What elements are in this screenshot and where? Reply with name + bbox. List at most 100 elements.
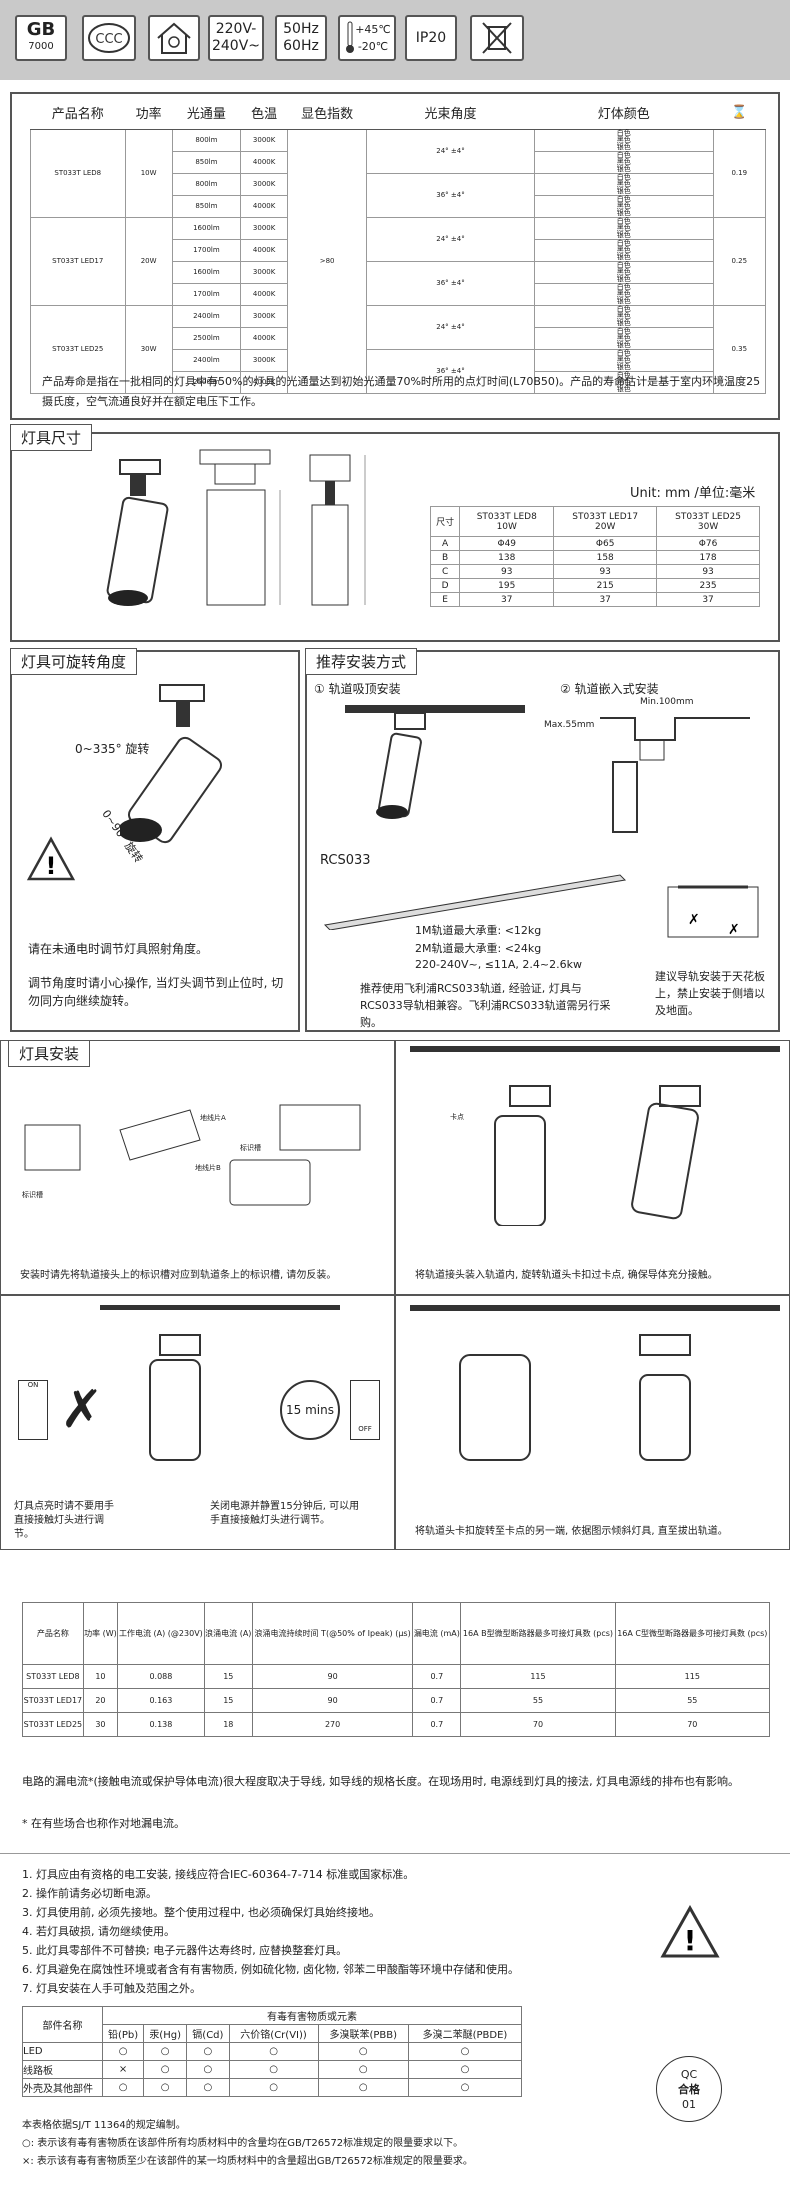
leak-cell: 115	[460, 1664, 616, 1689]
col-beam: 光束角度	[366, 97, 535, 130]
rohs-cell: ○	[101, 2042, 145, 2061]
beam-angle: 24° ±4°	[366, 304, 535, 350]
col-cct: 色温	[240, 97, 288, 130]
cct: 3000K	[239, 128, 289, 152]
label-mark-1: 标识槽	[240, 1144, 261, 1152]
dim-cell: 138	[459, 550, 555, 565]
rohs-col: 六价铬(Cr(VI))	[228, 2024, 319, 2043]
lumen: 1600lm	[171, 216, 242, 240]
load-1m: 1M轨道最大承重: <12kg	[415, 924, 542, 937]
color-name: 白色	[616, 304, 631, 313]
safety-item: 2. 操作前请务必切断电源。	[22, 1887, 157, 1900]
min-depth-label: Min.100mm	[640, 697, 694, 707]
rohs-col: 汞(Hg)	[143, 2024, 188, 2043]
surface-mount-drawing	[345, 705, 525, 819]
color-name: 银色	[616, 340, 631, 349]
step-5-text: 将轨道头卡扣旋转至卡点的另一端, 依据图示倾斜灯具, 直至拔出轨道。	[415, 1526, 728, 1537]
color-name: 黑色	[616, 333, 631, 342]
color-name: 白色	[616, 194, 631, 203]
col-name: 产品名称	[30, 97, 125, 130]
dim-header: 尺寸	[429, 506, 461, 537]
rohs-row: 线路板×○○○○○	[22, 2060, 523, 2079]
lumen: 800lm	[171, 128, 242, 152]
rohs-row: LED○○○○○○	[22, 2042, 523, 2061]
rohs-cell: ○	[228, 2060, 319, 2079]
step-4-text: 关闭电源并静置15分钟后, 可以用手直接接触灯头进行调节。	[210, 1501, 360, 1526]
color-name: 白色	[616, 348, 631, 357]
color-name: 白色	[616, 326, 631, 335]
voltage-badge: 220V- 240V~	[208, 15, 264, 61]
lumen: 1700lm	[171, 238, 242, 262]
rohs-group-header: 有毒有害物质或元素	[102, 2006, 522, 2025]
remove-lamp-drawing	[410, 1305, 780, 1461]
surface-mount-label: ① 轨道吸顶安装	[314, 682, 401, 696]
timer-icon: 15 mins	[280, 1380, 340, 1440]
leak-cell: 30	[82, 1712, 119, 1737]
recessed-mount-label: ② 轨道嵌入式安装	[560, 682, 659, 696]
rail-connector-drawing	[24, 1104, 361, 1206]
leakage-footnote: * 在有些场合也称作对地漏电流。	[22, 1817, 185, 1830]
beam-angle: 24° ±4°	[366, 216, 535, 262]
step-2-text: 将轨道接头装入轨道内, 旋转轨道头卡扣过卡点, 确保导体充分接触。	[415, 1270, 718, 1281]
leak-cell: 70	[614, 1712, 771, 1737]
dim-header: ST033T LED25 30W	[656, 506, 760, 537]
leak-header: 漏电流 (mA)	[412, 1602, 462, 1665]
step-3-text: 灯具点亮时请不要用手直接接触灯头进行调节。	[14, 1501, 114, 1540]
cct: 3000K	[239, 260, 289, 284]
rohs-footnote-3: ×: 表示该有毒有害物质至少在该部件的某一均质材料中的含量超出GB/T26572…	[22, 2156, 473, 2167]
dim-cell: 215	[553, 578, 658, 593]
leak-header: 工作电流 (A) (@230V)	[117, 1602, 205, 1665]
rohs-cell: ○	[317, 2060, 409, 2079]
color-name: 白色	[616, 216, 631, 225]
lamp-front-drawing	[199, 449, 281, 606]
safety-item: 4. 若灯具破损, 请勿继续使用。	[22, 1925, 175, 1938]
dim-cell: 37	[553, 592, 658, 607]
off-label: OFF	[358, 1425, 372, 1433]
warning-triangle-icon: !	[26, 836, 76, 881]
leak-cell: 0.7	[412, 1712, 462, 1737]
cct: 4000K	[239, 282, 289, 306]
leak-cell: ST033T LED25	[22, 1712, 84, 1737]
lumen: 2400lm	[171, 348, 242, 372]
color-name: 白色	[616, 150, 631, 159]
safety-item: 6. 灯具避免在腐蚀性环境或者含有有害物质, 例如硫化物, 卤化物, 邻苯二甲酸…	[22, 1963, 519, 1976]
safety-item: 1. 灯具应由有资格的电工安装, 接线应符合IEC-60364-7-714 标准…	[22, 1868, 415, 1881]
body-colors: 白色黑色银色	[534, 194, 714, 218]
leak-cell: 0.7	[412, 1688, 462, 1713]
body-colors: 白色黑色银色	[534, 348, 714, 372]
rotation-note-2: 调节角度时请小心操作, 当灯头调节到止位时, 切勿同方向继续旋转。	[28, 976, 284, 1008]
cct: 3000K	[239, 216, 289, 240]
beam-angle: 36° ±4°	[366, 348, 535, 394]
color-name: 银色	[616, 164, 631, 173]
dim-cell: Φ49	[459, 536, 555, 551]
color-name: 银色	[616, 274, 631, 283]
color-name: 银色	[616, 230, 631, 239]
rohs-table: 部件名称有毒有害物质或元素 铅(Pb)汞(Hg)镉(Cd)六价铬(Cr(VI))…	[22, 2006, 523, 2097]
color-name: 黑色	[616, 201, 631, 210]
leak-cell: 55	[460, 1688, 616, 1713]
recessed-mount-drawing	[600, 717, 750, 833]
safety-item: 3. 灯具使用前, 必须先接地。整个使用过程中, 也必须确保灯具始终接地。	[22, 1906, 380, 1919]
weee-bin-icon	[470, 15, 524, 61]
color-name: 银色	[616, 318, 631, 327]
mount-position-drawing: ✗✗	[667, 885, 759, 938]
rohs-cell: ○	[228, 2042, 319, 2061]
install-method-title: 推荐安装方式	[305, 648, 418, 675]
rotation-lamp-drawing	[120, 684, 223, 844]
lifetime: 0.35	[712, 304, 766, 394]
label-mark-2: 标识槽	[22, 1191, 43, 1199]
cct: 4000K	[239, 238, 289, 262]
body-colors: 白色黑色银色	[534, 238, 714, 262]
divider-2	[0, 1853, 790, 1854]
frequency-badge: 50Hz 60Hz	[275, 15, 327, 61]
rating: 220-240V~, ≤11A, 2.4~2.6kw	[415, 958, 582, 971]
indoor-use-icon	[148, 15, 200, 61]
color-name: 银色	[616, 186, 631, 195]
lumen: 2500lm	[171, 326, 242, 350]
